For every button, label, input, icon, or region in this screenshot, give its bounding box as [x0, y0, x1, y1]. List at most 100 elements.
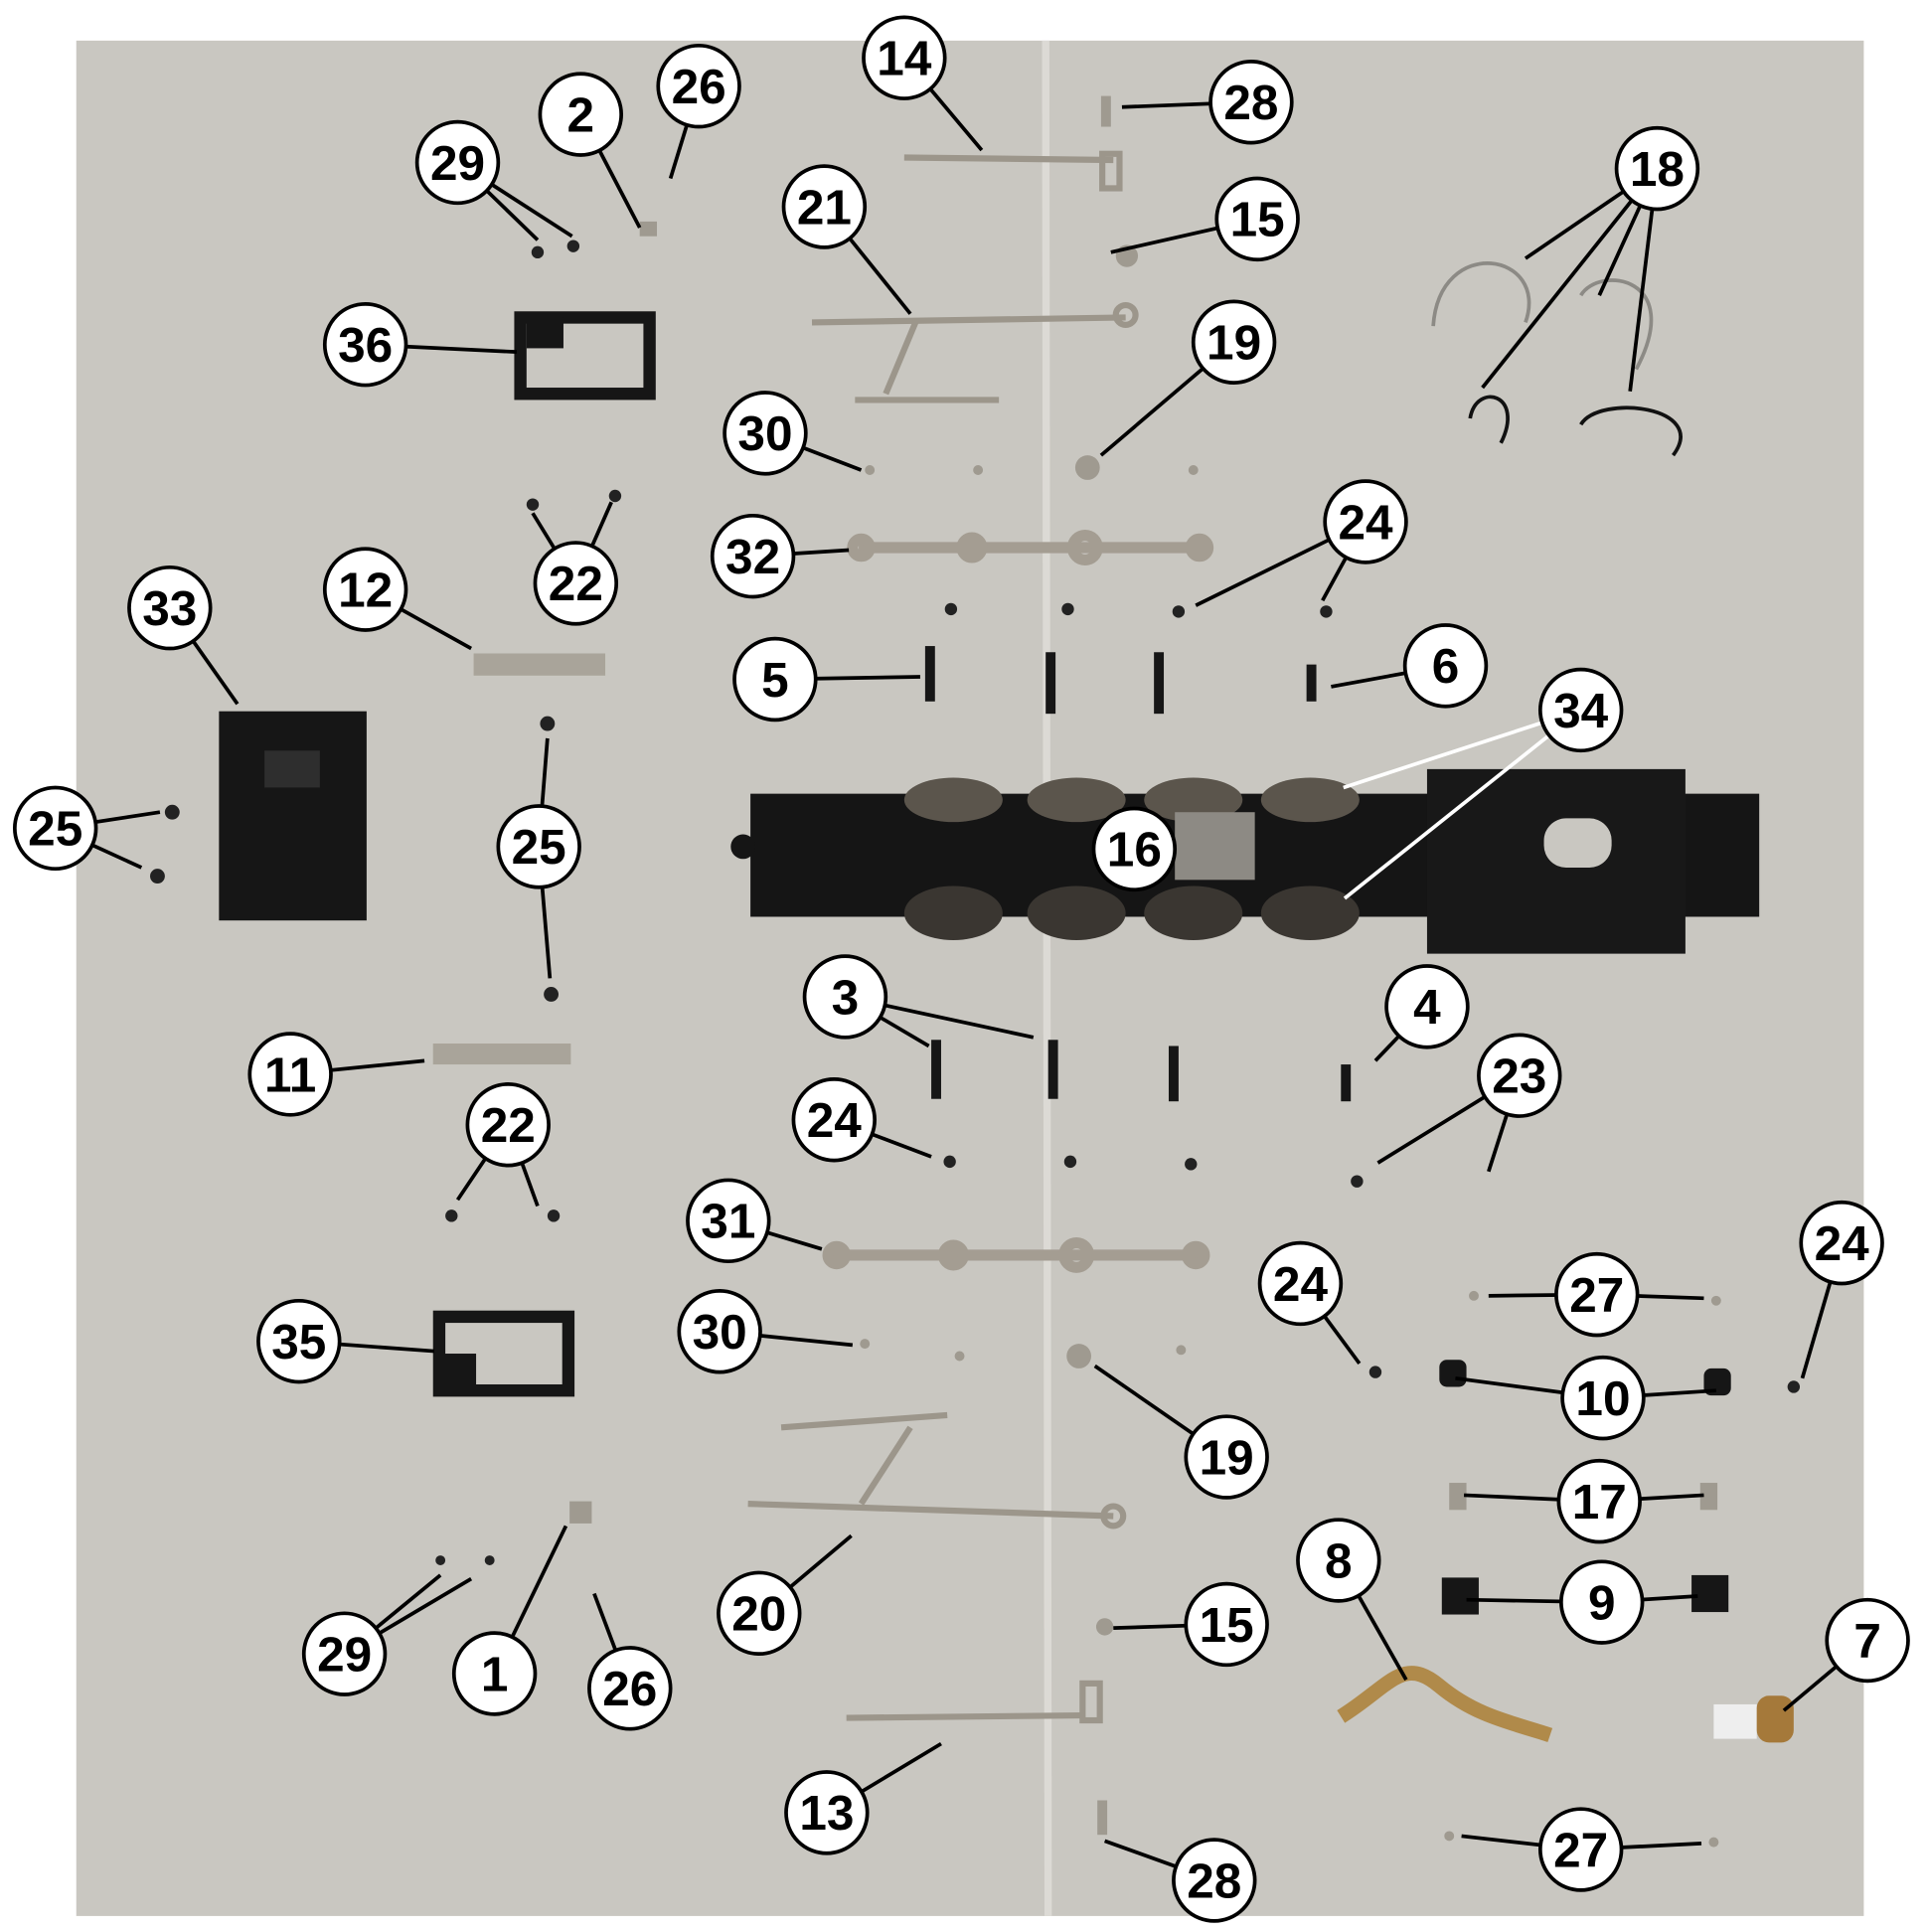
callout-number: 15: [1230, 193, 1285, 247]
callout-circle: [723, 391, 808, 476]
callout-circle: [1091, 806, 1178, 892]
valve-gear-20: [747, 1411, 1127, 1530]
callout-number: 34: [1553, 684, 1609, 738]
callout-number: 32: [725, 530, 780, 584]
callout-number: 7: [1853, 1614, 1881, 1669]
driving-wheels: [903, 777, 1360, 940]
callout-1: 1: [451, 1631, 538, 1716]
bar-11: [432, 1044, 571, 1065]
callout-36: 36: [322, 301, 408, 388]
callout-30: 30: [677, 1289, 762, 1374]
callout-11: 11: [247, 1032, 333, 1117]
callout-number: 15: [1200, 1598, 1254, 1653]
callout-33: 33: [127, 564, 213, 651]
callout-34: 34: [1537, 667, 1624, 753]
callout-29: 29: [301, 1611, 388, 1696]
callout-5: 5: [732, 636, 818, 723]
callout-14: 14: [862, 15, 947, 100]
callout-number: 23: [1492, 1049, 1546, 1104]
callout-number: 16: [1107, 823, 1162, 878]
callout-24: 24: [1323, 479, 1408, 564]
callout-circle: [1799, 1200, 1884, 1286]
callout-22: 22: [533, 541, 619, 626]
callout-circle: [1296, 1518, 1381, 1603]
callout-circle: [1384, 964, 1470, 1049]
callout-15: 15: [1184, 1581, 1269, 1668]
callout-number: 18: [1630, 142, 1685, 197]
callout-number: 31: [701, 1195, 755, 1249]
callout-circle: [1477, 1033, 1562, 1118]
callout-number: 27: [1569, 1268, 1624, 1323]
callout-circle: [587, 1646, 673, 1731]
callout-circle: [301, 1611, 388, 1696]
callout-24: 24: [1799, 1200, 1884, 1286]
callout-3: 3: [802, 954, 888, 1040]
callout-9: 9: [1559, 1559, 1645, 1645]
callout-circle: [247, 1032, 333, 1117]
callout-circle: [677, 1289, 762, 1374]
callout-circle: [710, 513, 796, 599]
screws: [150, 240, 1801, 1566]
callout-number: 6: [1432, 639, 1460, 694]
leader-line-34: [1343, 708, 1582, 900]
callout-circle: [1614, 125, 1700, 212]
callout-8: 8: [1296, 1518, 1381, 1603]
callout-circle: [465, 1082, 551, 1168]
brakes: [924, 646, 1352, 1102]
callout-circle: [656, 43, 741, 129]
callout-19: 19: [1184, 1414, 1269, 1500]
leader-line-18: [1481, 167, 1659, 390]
callout-circle: [1560, 1355, 1646, 1441]
callout-number: 3: [832, 970, 860, 1025]
callout-circle: [12, 785, 98, 872]
callout-circle: [1184, 1414, 1269, 1500]
callout-22: 22: [465, 1082, 551, 1168]
callout-circle: [1208, 60, 1294, 145]
callout-circle: [791, 1077, 877, 1163]
callout-number: 33: [142, 581, 197, 636]
callout-25: 25: [496, 804, 581, 889]
callout-number: 13: [799, 1786, 854, 1841]
callout-13: 13: [784, 1770, 870, 1855]
callout-number: 12: [338, 563, 393, 617]
coupling-rod-32: [847, 530, 1214, 565]
callout-circle: [1172, 1838, 1257, 1923]
callout-number: 35: [271, 1315, 326, 1369]
callout-17: 17: [1556, 1458, 1642, 1544]
callout-circle: [1191, 299, 1277, 385]
callout-number: 10: [1575, 1371, 1630, 1426]
callout-number: 20: [731, 1587, 786, 1642]
callout-circle: [732, 636, 818, 723]
frame-33: [219, 711, 367, 921]
callout-circle: [451, 1631, 538, 1716]
wires-18: [1431, 261, 1683, 457]
callout-24: 24: [791, 1077, 877, 1163]
callout-6: 6: [1402, 623, 1489, 709]
callout-27: 27: [1554, 1251, 1640, 1338]
callout-circle: [496, 804, 581, 889]
pickup-blocks: [1439, 1360, 1731, 1615]
callout-19: 19: [1191, 299, 1277, 385]
callout-number: 29: [430, 136, 485, 191]
brass-bracket-8: [1337, 1666, 1553, 1742]
callout-circle: [781, 164, 868, 249]
callout-number: 14: [877, 32, 932, 86]
callout-number: 25: [28, 802, 82, 857]
callout-circle: [1402, 623, 1489, 709]
bar-12: [473, 653, 606, 676]
callout-number: 36: [338, 318, 393, 373]
callout-29: 29: [414, 119, 501, 206]
callout-30: 30: [723, 391, 808, 476]
callout-28: 28: [1172, 1838, 1257, 1923]
callout-21: 21: [781, 164, 868, 249]
callout-28: 28: [1208, 60, 1294, 145]
callout-circle: [1825, 1597, 1910, 1684]
callout-number: 24: [1815, 1216, 1870, 1271]
callout-circle: [1323, 479, 1408, 564]
callout-circle: [1537, 667, 1624, 753]
parts: [150, 95, 1801, 1848]
callout-number: 28: [1223, 76, 1278, 130]
callout-26: 26: [587, 1646, 673, 1731]
callout-number: 26: [602, 1662, 657, 1716]
